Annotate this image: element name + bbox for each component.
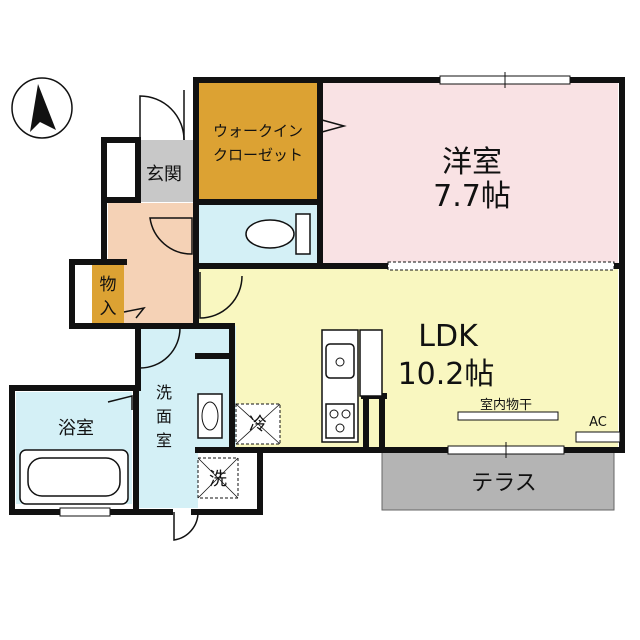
storage-room [92, 265, 124, 323]
entrance-label: 玄関 [146, 164, 182, 185]
terrace-label: テラス [471, 471, 537, 496]
washer-label: 洗 [209, 469, 227, 490]
storage-label-1: 物 [100, 275, 117, 295]
washer-space: 洗 [197, 457, 239, 499]
walkin-label-1: ウォークイン [213, 122, 303, 140]
toilet-door [149, 217, 193, 255]
window [447, 442, 565, 458]
entrance-floor [138, 140, 194, 202]
entrance-door [139, 95, 185, 141]
fridge-space: 冷 [235, 403, 281, 445]
western-room-label: 洋室 [442, 145, 502, 180]
indoor-dry-line [457, 411, 559, 421]
bath-door [107, 395, 133, 410]
western-room-size: 7.7帖 [433, 179, 511, 214]
washroom-label-3: 室 [156, 431, 172, 450]
storage-door [123, 306, 146, 319]
ldk-door [199, 272, 243, 319]
indoor-dry-label: 室内物干 [480, 397, 532, 413]
ldk-label: LDK [418, 319, 479, 354]
western-room [320, 80, 618, 266]
fridge-label: 冷 [249, 414, 267, 435]
washroom-lower [138, 448, 198, 508]
closet-door [321, 119, 347, 133]
bath-label: 浴室 [58, 418, 94, 439]
storage-label-2: 入 [100, 299, 117, 319]
ldk-size: 10.2帖 [398, 357, 495, 392]
window [59, 507, 111, 517]
washroom-label-1: 洗 [156, 383, 172, 402]
vanity-icon [197, 393, 223, 439]
service-door [173, 511, 199, 541]
walkin-label-2: クローゼット [213, 146, 303, 164]
washroom-door [139, 327, 181, 369]
toilet-icon [245, 213, 311, 255]
sliding-door [387, 261, 615, 271]
stove-icon [325, 403, 355, 439]
window [439, 72, 571, 88]
ac-label: AC [589, 415, 607, 430]
north-arrow-icon [11, 77, 73, 139]
bathtub-icon [19, 449, 129, 505]
walkin-closet [198, 83, 318, 200]
washroom-label-2: 面 [156, 407, 172, 426]
terrace-area [381, 449, 615, 511]
ac-unit [575, 431, 621, 443]
sink-icon [325, 343, 355, 379]
